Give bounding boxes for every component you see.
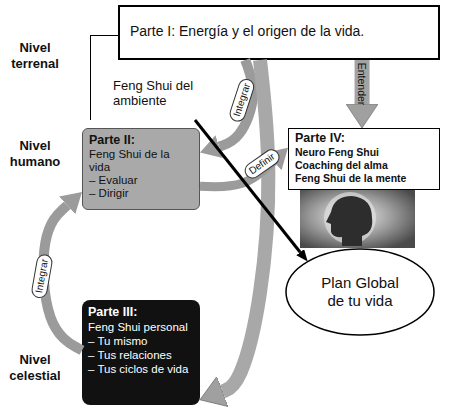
- edge-label: Integrar: [30, 253, 53, 300]
- node-body: Parte I: Energía y el origen de la vida.: [120, 7, 438, 58]
- edge-label: Integrar: [228, 76, 257, 123]
- flow-arrow: [223, 60, 269, 391]
- node-text: Parte I: Energía y el origen de la vida.: [130, 23, 428, 39]
- node-text: – Tu mismo: [88, 334, 194, 348]
- ellipse-shape: [286, 249, 434, 335]
- edge-label: Entender: [355, 59, 369, 110]
- node-text: – Tus ciclos de vida: [88, 362, 194, 376]
- head-silhouette: [326, 196, 372, 246]
- goal-ellipse: Plan Global de tu vida: [285, 248, 435, 336]
- flow-arrow: [195, 120, 300, 252]
- node-text: Feng Shui de la mente: [295, 172, 433, 185]
- node-text: Plan Global de tu vida: [313, 274, 407, 310]
- node-text: Neuro Feng Shui: [295, 146, 433, 159]
- node-text: – Tus relaciones: [88, 348, 194, 362]
- node-text: – Evaluar: [89, 174, 193, 187]
- node-body: Parte IV:Neuro Feng ShuiCoaching del alm…: [289, 129, 439, 189]
- level-label: Nivel humano: [3, 138, 67, 170]
- node-text: Parte III:: [88, 305, 194, 320]
- node-body: Parte II:Feng Shui de la vida– Evaluar– …: [83, 129, 199, 209]
- node-text: Coaching del alma: [295, 159, 433, 172]
- node-text: Parte II:: [89, 133, 193, 148]
- part-box: Parte IV:Neuro Feng ShuiCoaching del alm…: [288, 128, 440, 190]
- node-body: Plan Global de tu vida: [285, 248, 435, 336]
- node-text: Feng Shui del ambiente: [113, 78, 195, 108]
- node-text: – Dirigir: [89, 187, 193, 200]
- node-text: Feng Shui personal: [88, 320, 194, 334]
- node-text: Parte IV:: [295, 131, 433, 146]
- node-text: Feng Shui de la vida: [89, 148, 193, 174]
- level-label: Nivel celestial: [3, 352, 67, 384]
- edge-label: Definir: [241, 146, 282, 181]
- level-label: Nivel terrenal: [3, 40, 67, 72]
- part-box: Parte I: Energía y el origen de la vida.: [118, 5, 440, 60]
- head-illustration: [300, 190, 415, 248]
- part-box: Parte II:Feng Shui de la vida– Evaluar– …: [82, 128, 200, 210]
- node-body: Parte III:Feng Shui personal– Tu mismo– …: [82, 300, 200, 405]
- part-box: Parte III:Feng Shui personal– Tu mismo– …: [82, 300, 200, 405]
